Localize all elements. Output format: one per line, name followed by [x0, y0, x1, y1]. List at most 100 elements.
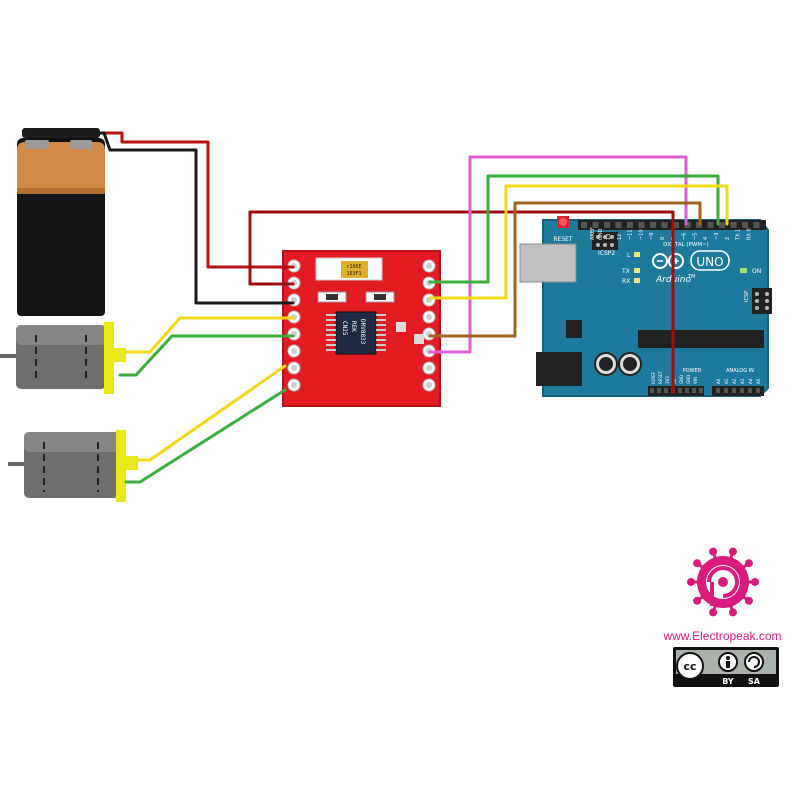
analog-pin-hole: [748, 388, 752, 393]
digital-pin-label: ~6: [682, 233, 688, 240]
power-pin-label: 3V3: [665, 376, 670, 384]
wire-motor2-green: [124, 388, 287, 484]
digital-pin-label: RX 0: [746, 228, 752, 240]
chip-leg: [376, 334, 386, 336]
uno-label: UNO: [696, 255, 723, 269]
analog-pin-label: A2: [732, 378, 737, 384]
analog-pin-hole: [732, 388, 736, 393]
analog-pin-label: A1: [724, 378, 729, 384]
sa-icon: [744, 652, 764, 672]
led-l-label: L: [627, 252, 631, 259]
wire-motor2-yellow: [136, 364, 287, 462]
chip-leg: [326, 319, 336, 321]
analog-header: [712, 386, 764, 396]
analog-pin-label: A4: [748, 378, 753, 384]
motor-2: [8, 430, 138, 502]
digital-pin-hole: [719, 222, 725, 228]
battery: [17, 128, 105, 316]
wire-signal-green: [428, 174, 720, 284]
analog-pin-hole: [740, 388, 744, 393]
digital-pin-hole: [661, 222, 668, 228]
motor-1: [0, 322, 126, 394]
usb-port: [519, 243, 577, 283]
drv8833-driver: r106E 163F1 DRV8833 REK CN25: [282, 250, 441, 407]
digital-pin-hole: [742, 222, 748, 228]
digital-pin-hole: [638, 222, 645, 228]
digital-pin-hole: [673, 222, 679, 228]
arduino-logo: [652, 250, 730, 271]
power-pin-label: RESET: [658, 371, 663, 384]
wire-signal-pink: [428, 155, 688, 354]
drv8833-chip: [335, 311, 377, 355]
analog-label: ANALOG IN: [726, 368, 754, 374]
digital-pin-hole: [592, 222, 599, 228]
chip-text-1: DRV8833: [359, 319, 366, 345]
analog-pin-hole: [724, 388, 728, 393]
icsp2-label: ICSP2: [598, 250, 615, 257]
analog-pin-label: A3: [740, 378, 745, 384]
digital-pin-hole: [604, 222, 610, 228]
digital-pin-label: 8: [660, 237, 666, 240]
power-label: POWER: [683, 368, 702, 374]
chip-leg: [376, 349, 386, 351]
wire-arduino-ground: [248, 210, 675, 394]
tm-label: TM: [687, 274, 695, 280]
wire-battery-negative: [90, 131, 295, 305]
led-tx-label: TX: [621, 268, 630, 275]
chip-leg: [376, 344, 386, 346]
digital-pin-label: ~9: [649, 233, 655, 240]
digital-pin-hole: [707, 222, 714, 228]
digital-pin-hole: [581, 222, 587, 228]
chip-leg: [376, 324, 386, 326]
digital-pin-label: ~5: [692, 233, 698, 240]
chip-leg: [326, 314, 336, 316]
cc-icon: [676, 652, 704, 680]
digital-pin-label: 2: [725, 237, 731, 240]
digital-pin-label: ~10: [638, 229, 644, 240]
digital-pin-hole: [753, 222, 760, 228]
power-header: [648, 386, 704, 396]
power-pin-hole: [657, 388, 661, 393]
digital-label: DIGITAL (PWM~): [663, 242, 709, 248]
gnd-label: GND: [598, 228, 604, 240]
chip-text-2: REK: [350, 321, 357, 332]
led-rx-label: RX: [622, 278, 630, 285]
digital-pin-label: ~3: [714, 233, 720, 240]
digital-pin-hole: [650, 222, 656, 228]
analog-pin-hole: [756, 388, 760, 393]
site-url[interactable]: www.Electropeak.com: [663, 629, 782, 643]
chip-leg: [376, 329, 386, 331]
digital-pin-label: 4: [703, 237, 709, 240]
on-label: ON: [752, 268, 761, 275]
analog-pin-label: A5: [756, 378, 761, 384]
battery-terminal-positive: [70, 140, 92, 149]
chip-text-3: CN25: [341, 321, 348, 336]
icsp2-header: [592, 232, 618, 250]
aref-label: AREF: [590, 227, 596, 240]
driver-cap-text-2: 163F1: [346, 271, 361, 277]
digital-pin-hole: [730, 222, 737, 228]
power-pin-label: IOREF: [651, 371, 656, 384]
digital-pin-label: 12: [617, 234, 623, 240]
icsp-label: ICSP: [744, 291, 750, 302]
regulator: [566, 320, 582, 338]
reset-label: RESET: [553, 236, 573, 243]
power-pin-hole: [685, 388, 689, 393]
power-pin-hole: [664, 388, 668, 393]
digital-pin-label: TX 1: [736, 229, 742, 241]
power-pin-hole: [699, 388, 703, 393]
atmega-chip: [638, 330, 764, 348]
icsp-header: [752, 288, 772, 314]
battery-terminal-negative: [25, 140, 49, 149]
digital-pin-hole: [615, 222, 622, 228]
license-by: BY: [722, 677, 734, 686]
wire-battery-positive: [90, 131, 295, 269]
wire-signal-yellow: [428, 184, 729, 300]
chip-leg: [376, 319, 386, 321]
power-jack: [536, 352, 582, 386]
analog-pin-hole: [716, 388, 720, 393]
wire-motor1-yellow: [124, 316, 295, 354]
chip-leg: [376, 314, 386, 316]
power-pin-hole: [692, 388, 696, 393]
cc-license-badge: cc BY SA: [673, 647, 779, 687]
